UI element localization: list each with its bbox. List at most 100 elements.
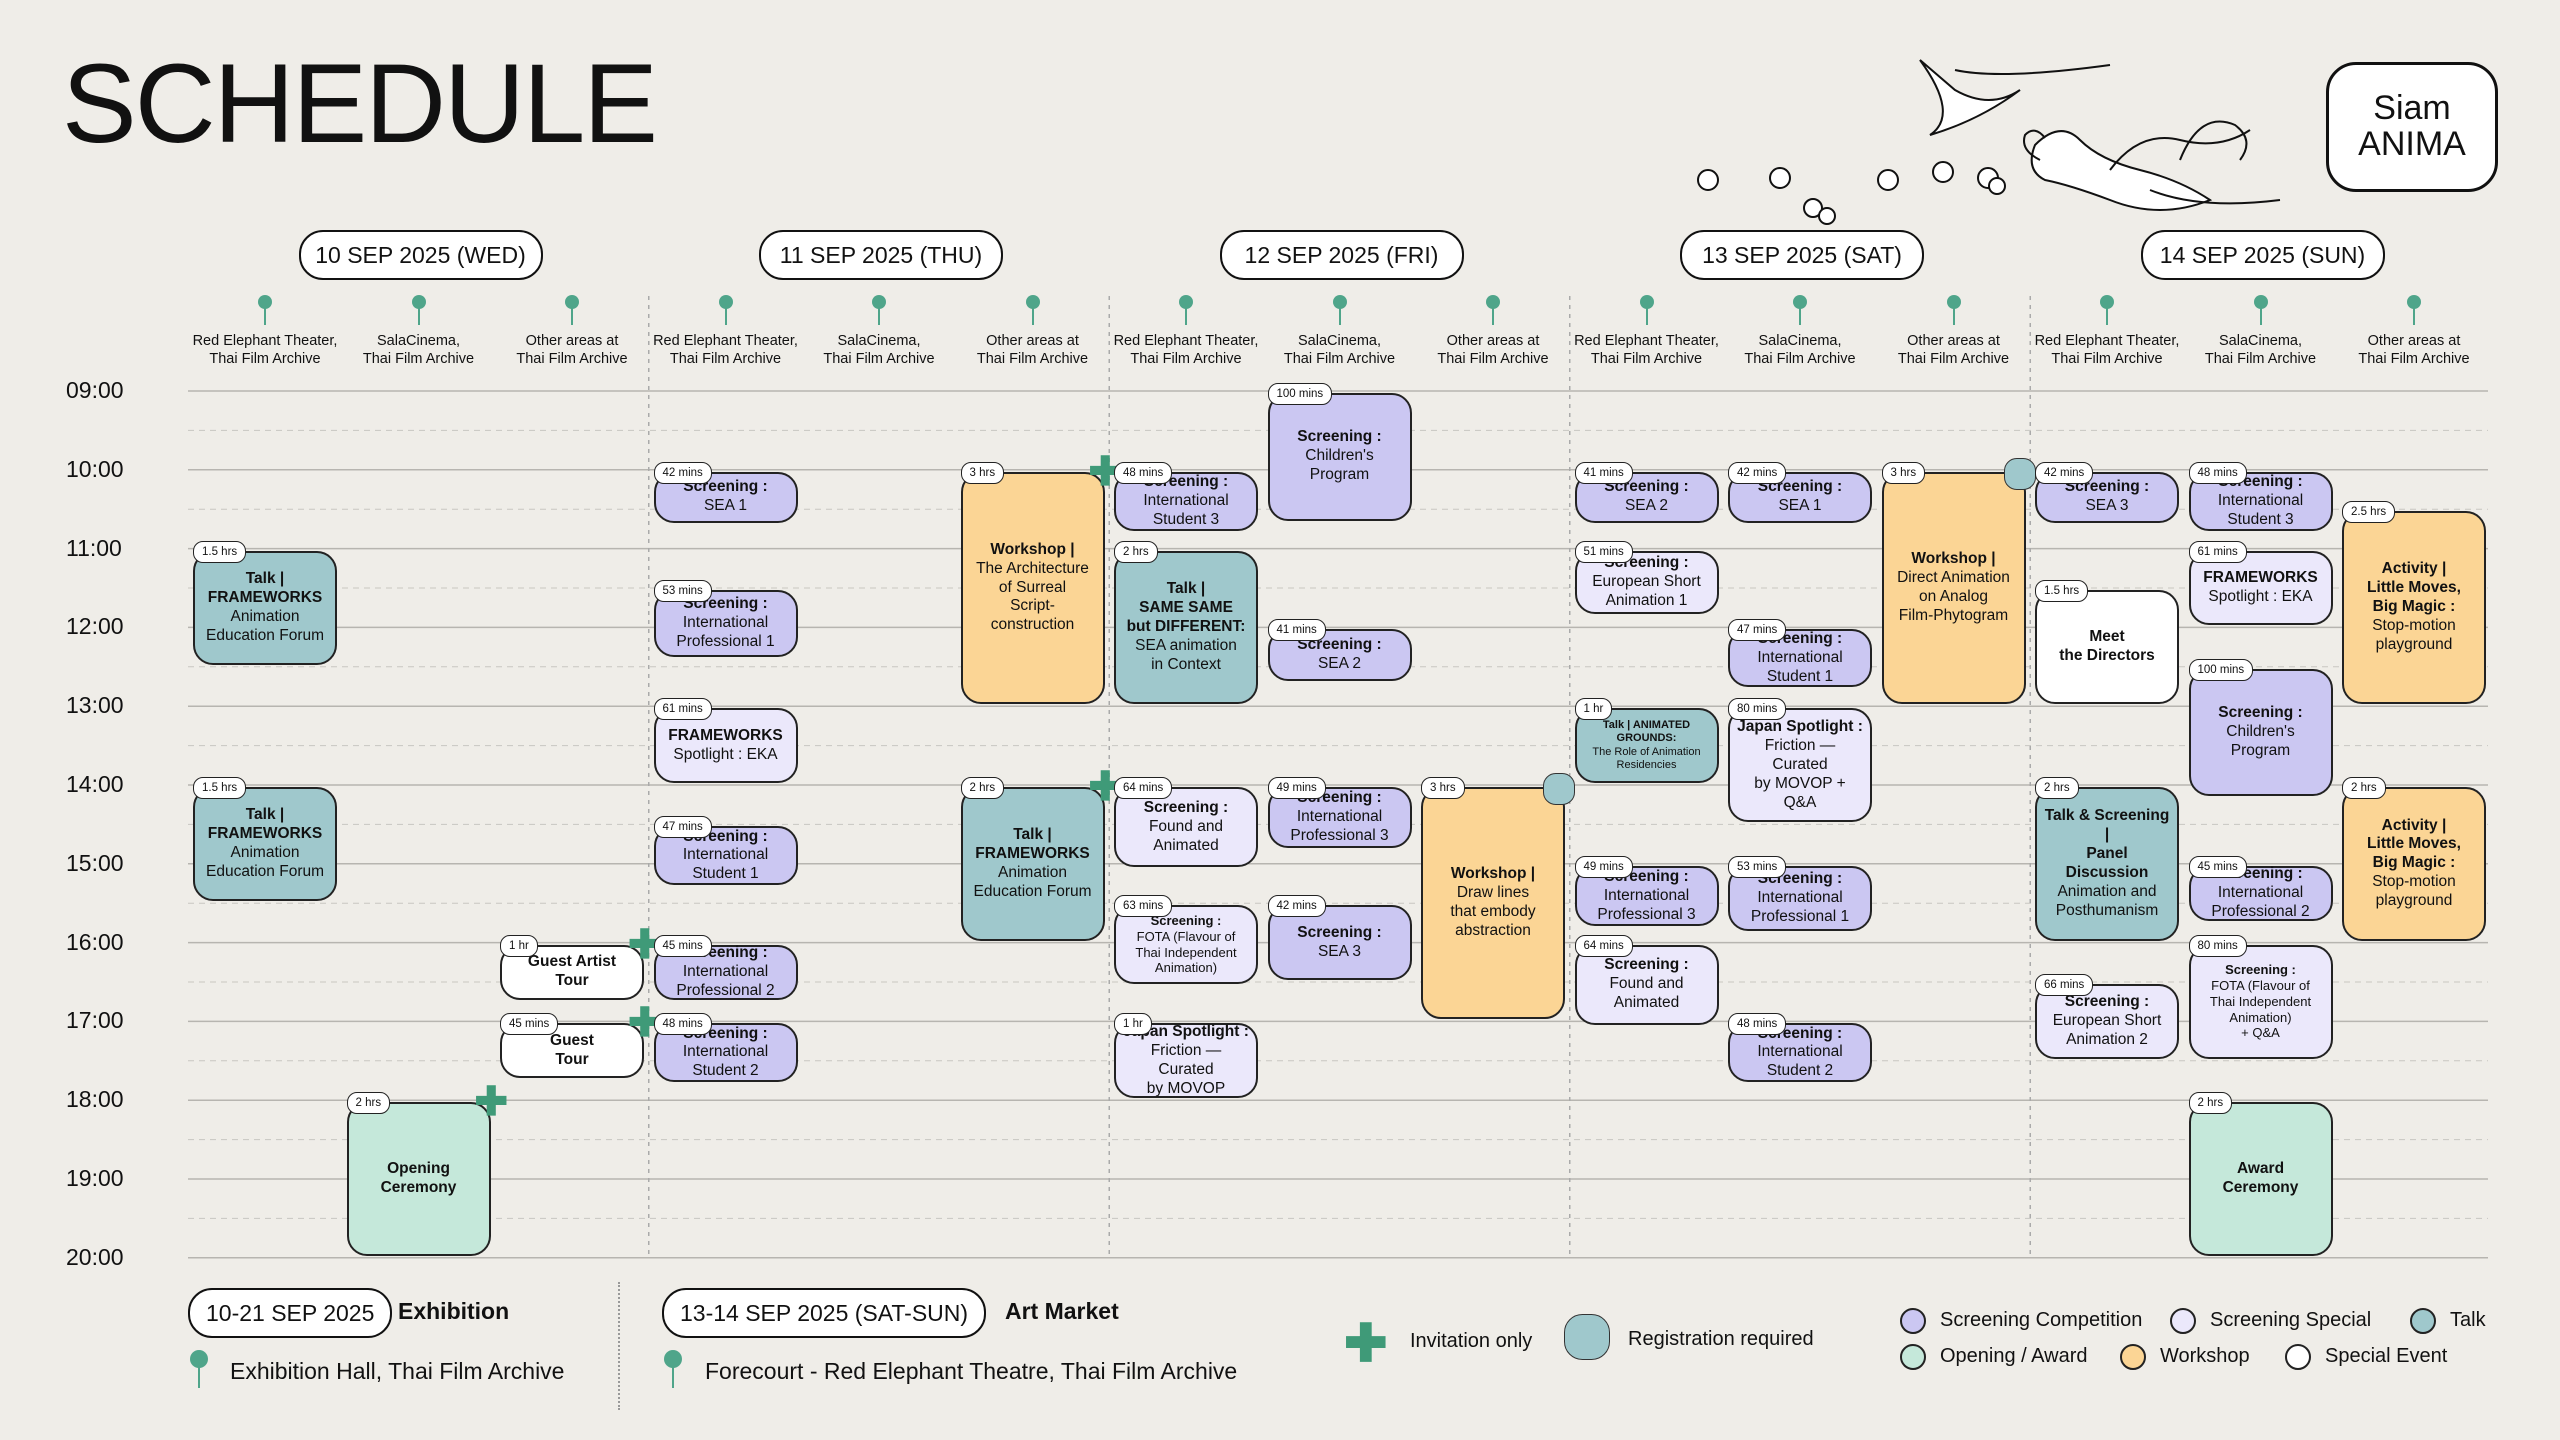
venue-name: Red Elephant Theater,Thai Film Archive (188, 295, 342, 368)
footer: 10-21 SEP 2025 Exhibition Exhibition Hal… (0, 1270, 2560, 1440)
venue-label: SalaCinema,Thai Film Archive (1723, 295, 1877, 368)
location-pin-icon (190, 1350, 208, 1388)
duration-badge: 1 hr (500, 934, 538, 957)
venue-line: Thai Film Archive (2358, 350, 2470, 367)
event-description: Professional 2 (2211, 902, 2310, 920)
legend-swatch (2120, 1344, 2146, 1370)
event-description: International (682, 614, 769, 631)
legend-label: Talk (2450, 1309, 2486, 1331)
venue-label: Red Elephant Theater,Thai Film Archive (1570, 295, 1724, 368)
event-title: Guest (550, 1032, 594, 1050)
event-description: + Q&A (2241, 1025, 2280, 1041)
duration-badge: 48 mins (1728, 1013, 1787, 1036)
venue-line: Thai Film Archive (669, 350, 782, 367)
event-description: SEA 3 (2085, 497, 2129, 515)
invitation-plus-icon: ✚ (1344, 1315, 1388, 1373)
logo-line2: ANIMA (2358, 125, 2466, 163)
event-description: International (1757, 648, 1843, 666)
venue-line: Red Elephant Theater, (1113, 333, 1259, 349)
event-title: Workshop | (990, 540, 1075, 558)
event-title: Talk | (1166, 580, 1206, 598)
event-title: Meet (2089, 628, 2125, 646)
duration-badge: 45 mins (500, 1013, 559, 1036)
legend-label: Screening Special (2210, 1309, 2372, 1331)
event-description: Animation) (1154, 960, 1218, 976)
event-description: playground (2375, 636, 2453, 654)
event-title-line: Ceremony (2222, 1178, 2299, 1196)
event-title: Screening : (1150, 912, 1222, 928)
event-description: Stop-motion (2372, 617, 2456, 635)
event-title: FRAMEWORKS (2203, 569, 2318, 587)
duration-badge: 42 mins (653, 461, 712, 484)
event-title: Screening : (1143, 798, 1229, 816)
duration-badge: 49 mins (1267, 777, 1326, 799)
event-title-line: Tour (555, 1050, 589, 1068)
event-description: Animated (1613, 994, 1680, 1012)
event-description: Friction — Curated (1150, 1041, 1222, 1078)
venue-name: SalaCinema,Thai Film Archive (802, 295, 956, 368)
event-description: Thai Independent (1135, 944, 1237, 960)
footer-divider (618, 1282, 620, 1410)
event-title-line: Big Magic : (2372, 598, 2456, 616)
duration-badge: 47 mins (1728, 619, 1787, 642)
duration-badge: 47 mins (653, 816, 712, 839)
event-description: Professional 1 (1750, 907, 1850, 925)
duration-badge: 100 mins (1267, 383, 1333, 405)
event-title: Screening : (1297, 428, 1382, 446)
event-description: Script- (1010, 597, 1055, 615)
venue-label: Red Elephant Theater,Thai Film Archive (188, 295, 342, 368)
event-description: International (1143, 491, 1229, 509)
exhibition-date-pill: 10-21 SEP 2025 (188, 1288, 393, 1338)
duration-badge: 2.5 hrs (2342, 501, 2396, 524)
event-description: Professional 1 (676, 632, 775, 650)
venue-line: Red Elephant Theater, (653, 333, 798, 349)
